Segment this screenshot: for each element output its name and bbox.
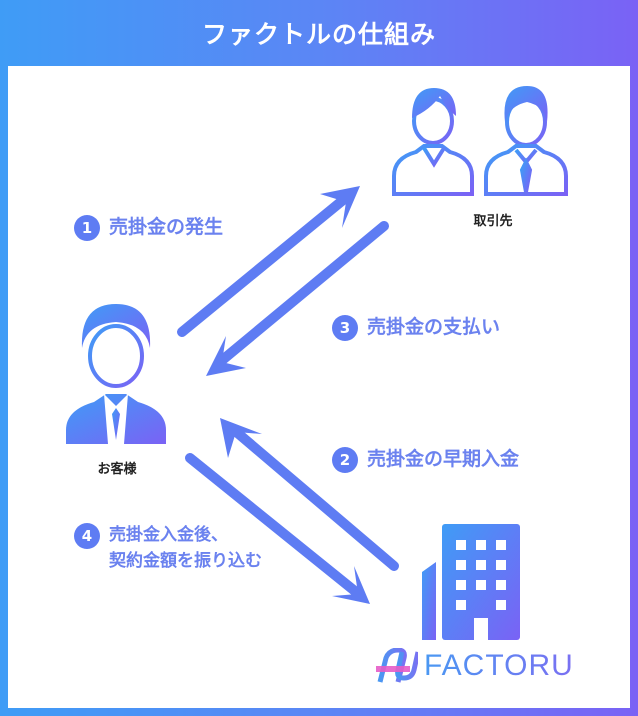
step-4-number-badge: 4 bbox=[74, 523, 100, 549]
two-people-icon bbox=[392, 86, 568, 196]
arrowhead-4-icon bbox=[332, 566, 370, 604]
arrow-step-1 bbox=[177, 191, 353, 337]
page-title: ファクトルの仕組み bbox=[201, 20, 436, 49]
step-2: 2 売掛金の早期入金 bbox=[332, 446, 519, 473]
step-1-text: 売掛金の発生 bbox=[109, 216, 224, 238]
arrowhead-2-icon bbox=[220, 418, 262, 458]
step-3-text: 売掛金の支払い bbox=[367, 316, 501, 338]
step-1-number-badge: 1 bbox=[74, 215, 100, 241]
step-2-number-badge: 2 bbox=[332, 447, 358, 473]
arrowhead-3-icon bbox=[206, 336, 246, 376]
arrow-step-4 bbox=[185, 453, 361, 597]
partner-label: 取引先 bbox=[473, 214, 513, 229]
step-3: 3 売掛金の支払い bbox=[332, 314, 500, 341]
arrowhead-1-icon bbox=[320, 186, 360, 228]
office-building-icon bbox=[422, 524, 520, 640]
step-2-text: 売掛金の早期入金 bbox=[367, 448, 520, 470]
arrows-layer bbox=[66, 86, 568, 640]
arrow-step-3 bbox=[215, 221, 389, 367]
step-4-text: 売掛金入金後、 契約金額を振り込む bbox=[109, 525, 262, 571]
step-3-number-badge: 3 bbox=[332, 315, 358, 341]
diagram-panel: 取引先 お客様 1 売掛金の発生 3 売掛金の支払い 2 売掛金の早期入金 4 … bbox=[8, 66, 630, 708]
arrow-step-2 bbox=[229, 425, 399, 571]
businessman-icon bbox=[66, 304, 166, 444]
factoru-logo-text: FACTORU bbox=[424, 649, 574, 682]
customer-label: お客様 bbox=[97, 462, 137, 477]
step-1: 1 売掛金の発生 bbox=[74, 214, 223, 241]
factoru-mark-icon bbox=[376, 648, 418, 683]
step-4: 4 売掛金入金後、 契約金額を振り込む bbox=[74, 522, 262, 574]
factoru-logo: FACTORU bbox=[374, 648, 574, 684]
